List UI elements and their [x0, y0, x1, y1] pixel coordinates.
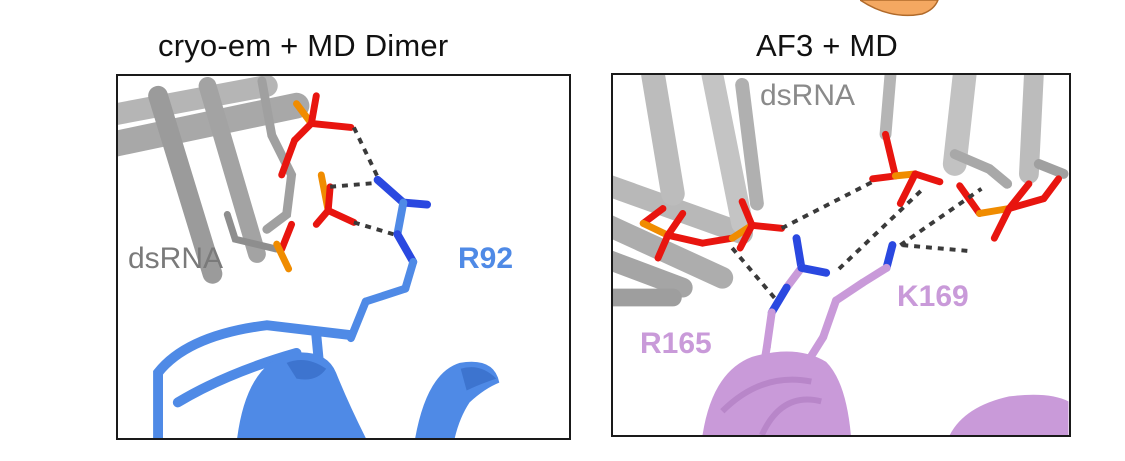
panel-title-left: cryo-em + MD Dimer	[158, 28, 449, 63]
molecular-render-right	[613, 75, 1069, 435]
residue-label-r165: R165	[640, 327, 712, 360]
residue-label-r92: R92	[458, 242, 514, 275]
residue-label-k169: K169	[897, 280, 969, 313]
molecular-render-left	[118, 76, 500, 438]
panel-title-right: AF3 + MD	[756, 28, 898, 63]
rna-label-right: dsRNA	[760, 79, 856, 112]
structure-panel-right: dsRNA R165 K169	[611, 73, 1071, 437]
decorative-shape	[860, 0, 939, 17]
structure-panel-left: dsRNA R92	[116, 74, 571, 440]
rna-label-left: dsRNA	[128, 242, 224, 275]
